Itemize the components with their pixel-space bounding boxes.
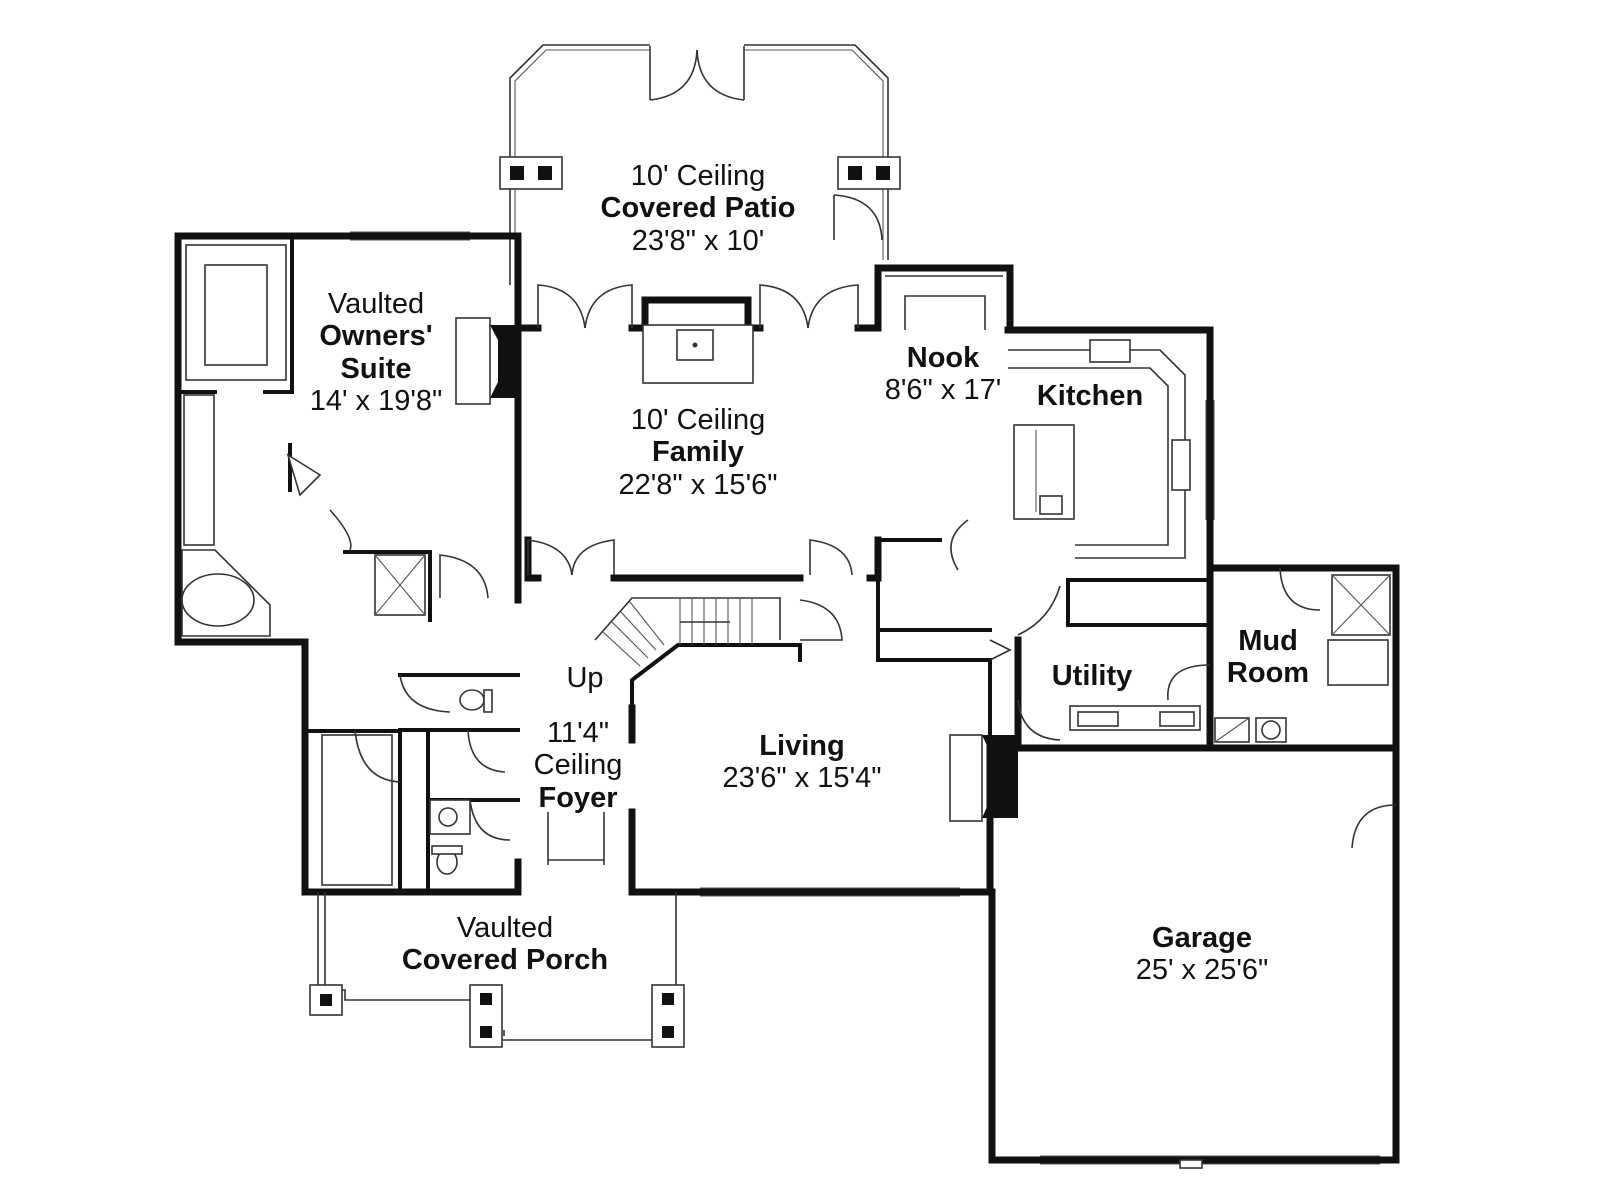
porch-closet xyxy=(321,734,393,886)
powder-room-fixtures xyxy=(429,689,493,875)
patio-french-doors xyxy=(537,284,859,329)
nook-size-text: 8'6" x 17' xyxy=(884,374,1002,407)
utility-appliances xyxy=(1069,705,1201,731)
patio-posts xyxy=(499,156,901,190)
owners-suite-name-line1: Owners' xyxy=(319,320,433,353)
living-label: Living 23'6" x 15'4" xyxy=(722,730,881,795)
stairs-up-label: Up xyxy=(566,662,603,694)
windows xyxy=(350,231,1380,1169)
owners-suite-prefix-text: Vaulted xyxy=(327,288,425,320)
foyer-ceiling-line2: Ceiling xyxy=(533,749,623,782)
family-label: 10' Ceiling Family 22'8" x 15'6" xyxy=(618,404,777,501)
family-island xyxy=(642,324,754,384)
mud-room-name-line2: Room xyxy=(1226,657,1310,690)
interior-doors xyxy=(354,519,1397,865)
owners-suite-size-text: 14' x 19'8" xyxy=(309,385,443,418)
patio-size-text: 23'8" x 10' xyxy=(631,224,765,257)
nook-name-text: Nook xyxy=(906,342,980,374)
garage-name-text: Garage xyxy=(1152,922,1252,954)
stairs-treads xyxy=(594,597,781,667)
family-name-text: Family xyxy=(652,436,744,469)
patio-ceiling-text: 10' Ceiling xyxy=(630,160,766,192)
foyer-ceiling-line1: 11'4" xyxy=(546,717,610,749)
nook-label: Nook 8'6" x 17' xyxy=(885,342,1002,407)
porch-name-text: Covered Porch xyxy=(401,944,609,977)
owners-suite-name-line2: Suite xyxy=(340,352,412,385)
covered-porch-label: Vaulted Covered Porch xyxy=(402,912,608,977)
family-size-text: 22'8" x 15'6" xyxy=(618,468,778,501)
kitchen-counters xyxy=(1008,339,1191,559)
living-name-text: Living xyxy=(759,730,845,762)
mud-room-fixtures xyxy=(1214,574,1391,743)
living-size-text: 23'6" x 15'4" xyxy=(722,762,882,795)
garage-label: Garage 25' x 25'6" xyxy=(1136,922,1269,987)
garage-size-text: 25' x 25'6" xyxy=(1135,954,1269,987)
stairs-up-text: Up xyxy=(566,662,604,694)
family-ceiling-text: 10' Ceiling xyxy=(630,404,766,436)
kitchen-label: Kitchen xyxy=(1037,380,1143,412)
patio-name-text: Covered Patio xyxy=(600,192,796,225)
utility-label: Utility xyxy=(1052,660,1133,692)
covered-porch xyxy=(309,892,685,1048)
foyer-name-text: Foyer xyxy=(538,781,618,814)
covered-patio-label: 10' Ceiling Covered Patio 23'8" x 10' xyxy=(601,160,796,257)
utility-name-text: Utility xyxy=(1051,660,1133,692)
mud-room-name-line1: Mud xyxy=(1238,625,1298,657)
kitchen-name-text: Kitchen xyxy=(1036,380,1144,412)
fireplaces xyxy=(455,317,1018,822)
foyer-label: 11'4" Ceiling Foyer xyxy=(534,717,623,814)
owners-suite-label: Vaulted Owners' Suite 14' x 19'8" xyxy=(310,288,443,418)
owners-bath-fixtures xyxy=(181,244,426,637)
covered-patio-outline xyxy=(509,44,889,285)
mud-room-label: Mud Room xyxy=(1227,625,1309,690)
exterior-walls xyxy=(174,232,1400,1164)
porch-prefix-text: Vaulted xyxy=(456,912,554,944)
nook-bay xyxy=(885,275,1003,330)
